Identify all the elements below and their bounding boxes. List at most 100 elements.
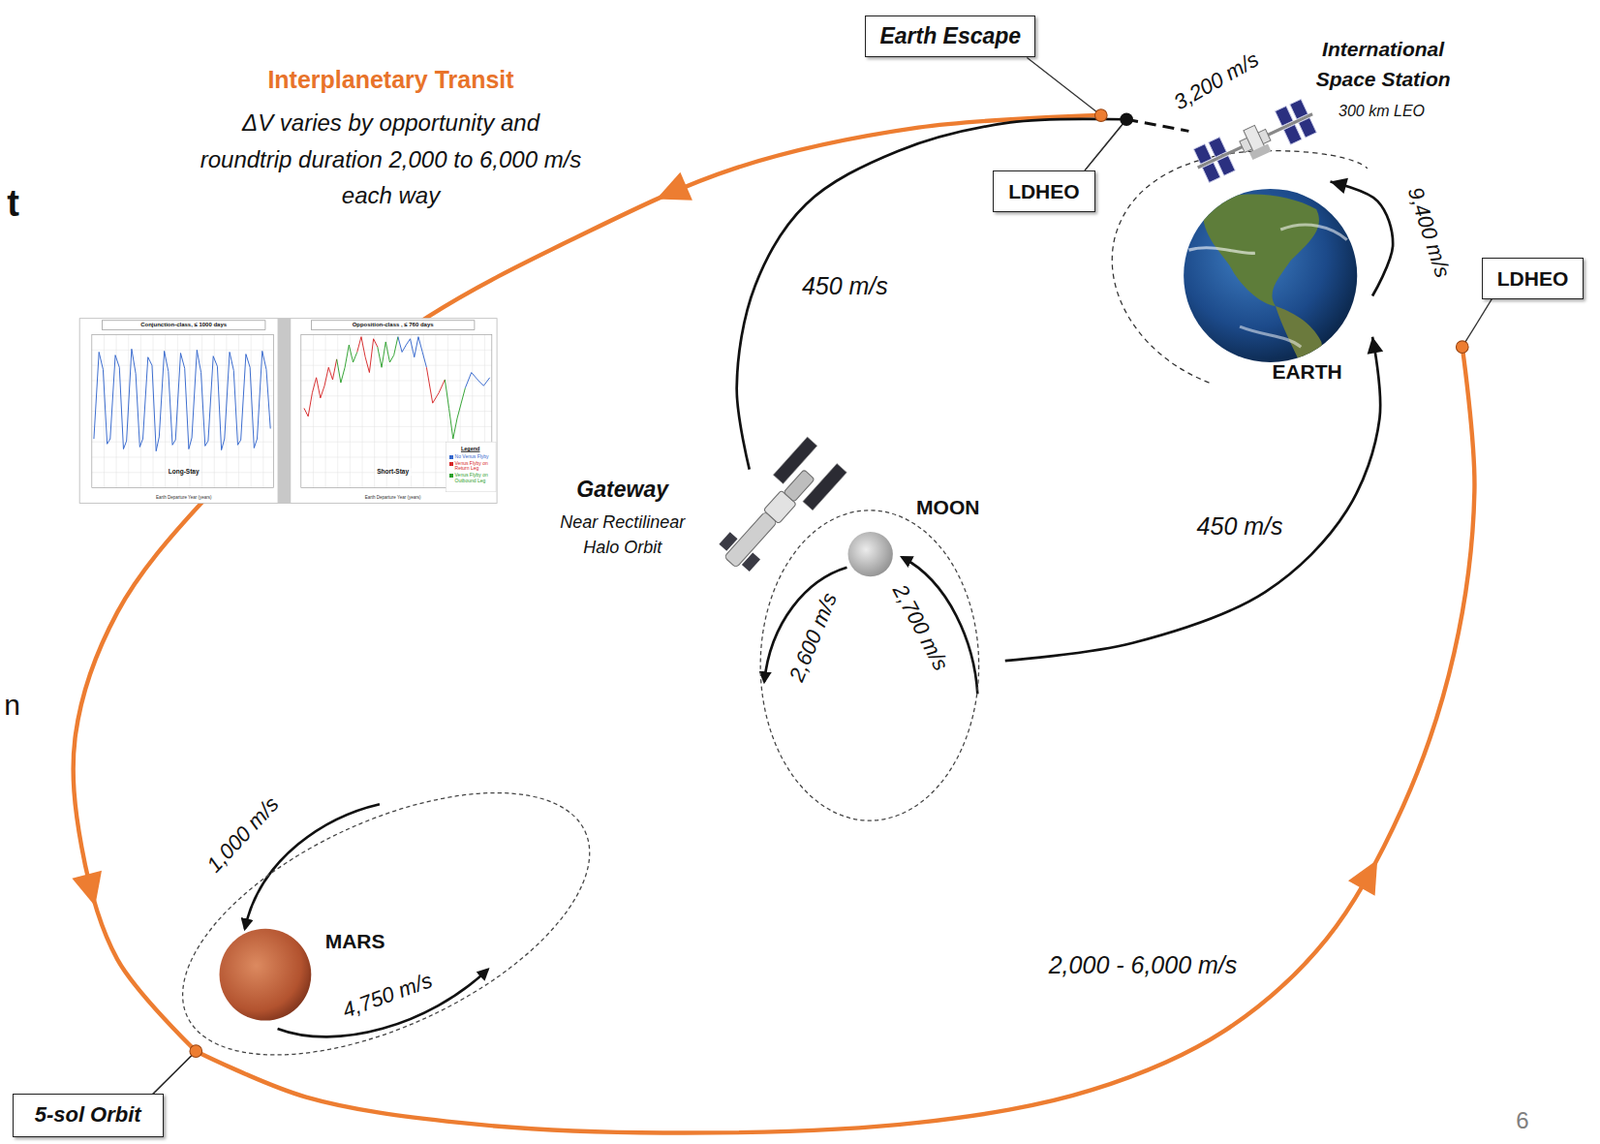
transfer-path <box>73 115 1102 1051</box>
iss-icon <box>1190 97 1321 185</box>
node-label: Near Rectilinear Halo Orbit <box>540 509 705 560</box>
plot-area <box>92 335 275 489</box>
delta-v-value: 2,700 m/s <box>886 578 955 677</box>
orbit-path <box>760 510 979 821</box>
node-label: MARS <box>325 929 386 954</box>
earth-globe <box>1183 188 1357 373</box>
slide-text-fragment: t <box>4 184 22 225</box>
solar-panel <box>1201 162 1221 184</box>
chart-header <box>310 320 475 330</box>
label-holder: Short-Stay <box>374 467 411 476</box>
earth-land <box>1188 193 1347 372</box>
connector <box>1330 178 1394 297</box>
axis-title: Earth Departure Year (years) <box>153 494 215 500</box>
page-number: 6 <box>1513 1106 1531 1135</box>
earth-disc <box>1183 188 1357 363</box>
orbit-point <box>1455 340 1469 354</box>
label-holder: MARS <box>325 929 386 954</box>
legend-row: Venus Flyby on Outbound Leg <box>449 472 496 485</box>
leo-orbit <box>1111 151 1368 383</box>
cloud <box>1280 224 1347 241</box>
data-line <box>337 344 358 383</box>
label-holder: 6 <box>1513 1106 1531 1135</box>
transfer-path <box>1126 119 1189 131</box>
solar-panel <box>1217 155 1236 177</box>
data-line <box>444 379 465 439</box>
leader-line <box>153 1050 197 1094</box>
radiator <box>1249 144 1272 161</box>
label-holder: Earth Departure Year (years) <box>363 494 424 500</box>
transfer-path <box>1330 182 1394 297</box>
node-label: Gateway <box>576 476 669 504</box>
data-line <box>464 372 490 389</box>
delta-v-value: 1,000 m/s <box>200 790 286 880</box>
label-holder: Gateway <box>576 476 669 504</box>
label-holder: 3,200 m/s <box>1168 46 1265 118</box>
legend-row: No Venus Flyby <box>449 454 496 461</box>
edge-label: 450 m/s <box>1195 511 1286 541</box>
callout-box: Earth Escape <box>864 15 1036 59</box>
transfer-path <box>737 119 1127 470</box>
label-holder: Long-Stay <box>166 467 202 476</box>
legend-swatch <box>449 473 454 478</box>
chart-title: Opposition-class , ≤ 760 days <box>350 321 436 329</box>
grid <box>92 335 275 489</box>
node-label: 5-sol Orbit <box>34 1102 142 1128</box>
connector <box>737 119 1127 470</box>
solar-panel <box>1208 137 1228 158</box>
label-holder: Legend <box>459 445 483 453</box>
station-node: International Space Station 300 km LEO <box>1188 29 1477 183</box>
data-line <box>357 337 378 373</box>
slide-text-fragment: n <box>1 687 23 720</box>
orbit-node: MARS <box>163 775 611 1075</box>
chart-title: Conjunction-class, ≤ 1000 days <box>138 321 229 329</box>
leader-line <box>1462 299 1493 348</box>
label-holder: EARTH <box>1271 359 1342 384</box>
label-holder: MOON <box>916 494 980 520</box>
label-holder: Opposition-class , ≤ 760 days <box>350 321 436 329</box>
chart-divider <box>277 318 292 504</box>
gateway-icon <box>709 436 847 581</box>
planet-node: EARTH <box>1181 185 1373 391</box>
chart-panel-label: Short-Stay <box>374 467 411 476</box>
section-heading: Interplanetary Transit <box>265 64 516 94</box>
arrowhead <box>71 870 102 907</box>
arrowhead <box>1367 337 1385 355</box>
node-label: LDHEO <box>1008 179 1080 204</box>
cloud <box>1188 247 1255 254</box>
label-holder: Conjunction-class, ≤ 1000 days <box>138 321 229 329</box>
solar-panel <box>1290 98 1309 120</box>
node-label: 300 km LEO <box>1338 101 1425 121</box>
orbit-point <box>1119 112 1134 126</box>
legend: No Venus FlybyVenus Flyby on Return LegV… <box>449 454 496 486</box>
legend-text: Venus Flyby on Return Leg <box>455 461 496 473</box>
label-holder: 450 m/s <box>800 271 891 301</box>
label-holder: t <box>4 184 22 225</box>
data-line <box>398 337 428 369</box>
data-line <box>426 367 445 403</box>
leader-line <box>1026 57 1101 116</box>
station-node: GatewayNear Rectilinear Halo Orbit <box>540 469 839 598</box>
label-holder: International Space Station <box>1293 33 1473 95</box>
data-line <box>304 359 338 417</box>
solar-panel <box>772 436 817 484</box>
solar-panel <box>1283 124 1302 146</box>
edge-label: 450 m/s <box>800 271 891 301</box>
legend-swatch <box>449 455 454 460</box>
data-line <box>377 337 399 369</box>
legend-text: No Venus Flyby <box>455 454 490 461</box>
leader-line <box>1084 119 1127 171</box>
orbit-path <box>143 738 628 1108</box>
label-holder: 2,700 m/s <box>886 578 955 677</box>
orbit-point <box>1094 109 1108 123</box>
solar-panel <box>1298 117 1318 138</box>
note: ΔV varies by opportunity and roundtrip d… <box>196 105 585 215</box>
label-holder: Interplanetary Transit <box>265 64 516 94</box>
data-line <box>93 348 271 451</box>
label-holder: 4,750 m/s <box>338 967 439 1025</box>
leader-line <box>153 1050 197 1094</box>
chart-frame <box>79 318 497 504</box>
label-holder: 450 m/s <box>1195 511 1286 541</box>
orbit-outline <box>163 775 611 1075</box>
label-holder: 2,000 - 6,000 m/s <box>1046 950 1240 980</box>
